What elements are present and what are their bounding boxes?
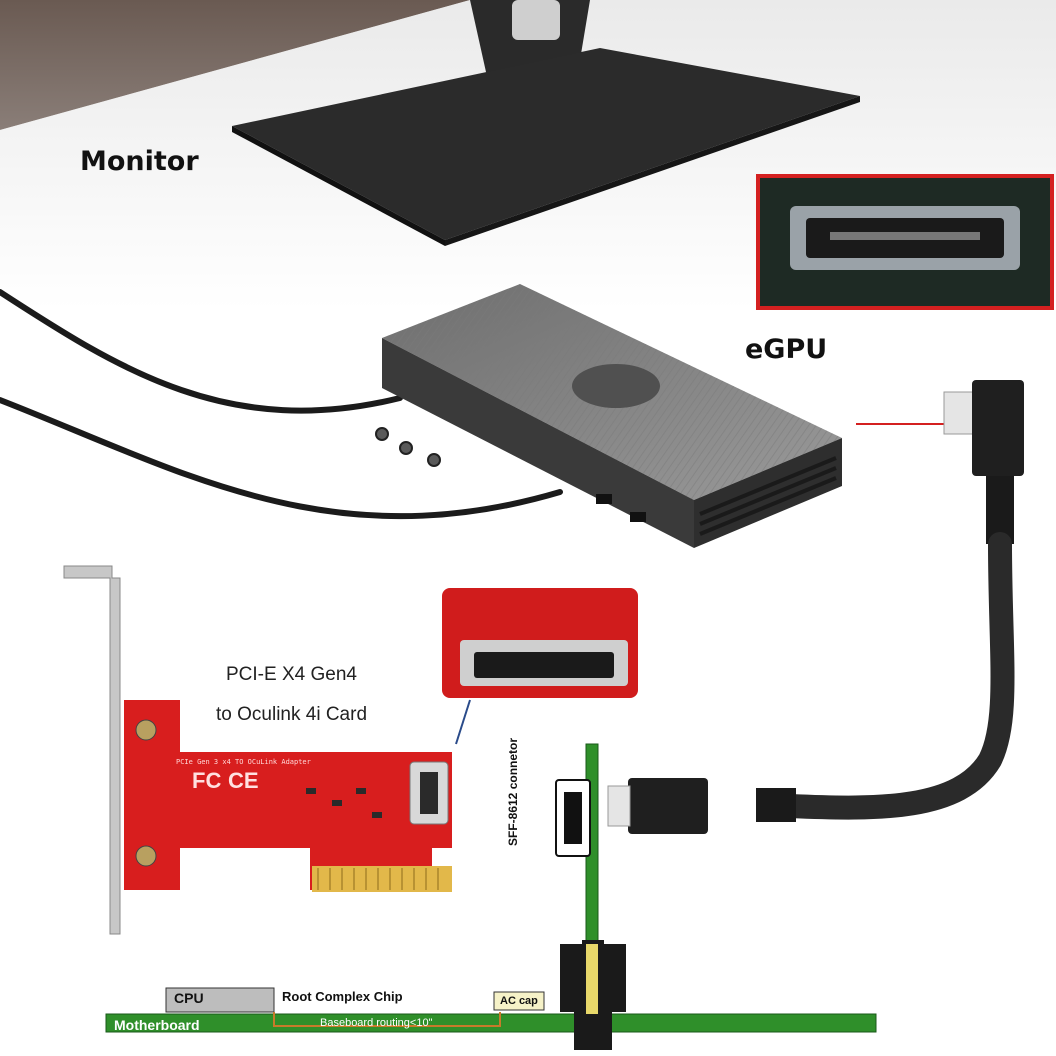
ac-cap-label: AC cap <box>500 995 538 1007</box>
card-silkscreen-text: PCIe Gen 3 x4 TO OCuLink Adapter <box>176 758 311 766</box>
ce-mark: CE <box>228 768 259 793</box>
oculink-cable-icon <box>607 380 1024 834</box>
fc-mark: FC <box>192 768 222 793</box>
usb-cables <box>0 289 563 520</box>
monitor-stand-icon <box>232 0 860 246</box>
routing-label: Baseboard routing<10" <box>320 1017 433 1029</box>
card-title-line2: to Oculink 4i Card <box>216 704 368 725</box>
motherboard-diagram-icon <box>105 743 877 1050</box>
egpu-dock-icon <box>375 284 842 548</box>
card-port-closeup <box>442 588 638 745</box>
card-title-line1: PCI-E X4 Gen4 <box>226 664 357 685</box>
monitor-label: Monitor <box>80 146 199 177</box>
root-complex-label: Root Complex Chip <box>282 989 403 1004</box>
pcie-card-icon <box>63 565 452 935</box>
oculink-port-closeup <box>756 174 1054 310</box>
sff-connector-label: SFF-8612 connetor <box>506 737 520 846</box>
cpu-label: CPU <box>174 990 204 1006</box>
egpu-label: eGPU <box>745 334 828 365</box>
motherboard-label: Motherboard <box>114 1017 200 1033</box>
